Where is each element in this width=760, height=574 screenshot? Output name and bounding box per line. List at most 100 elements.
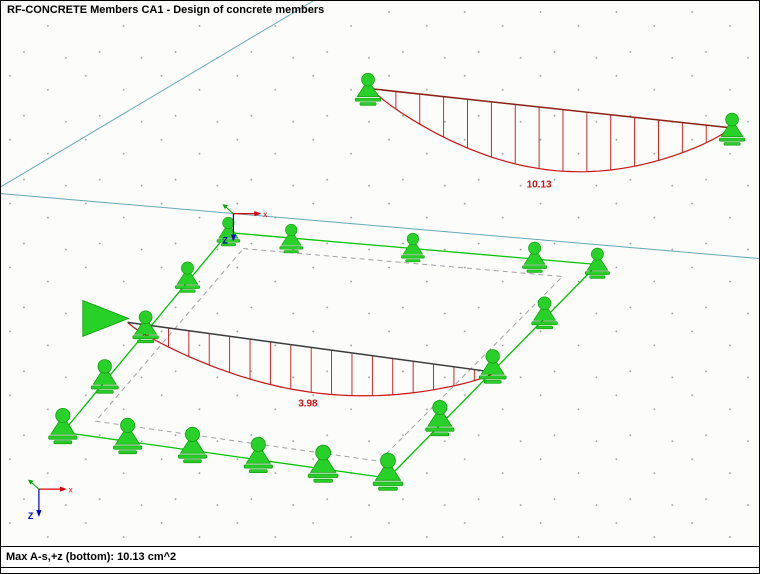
support-shape xyxy=(718,137,746,142)
diagram-envelope xyxy=(127,321,495,397)
axis-x-label: x xyxy=(263,210,267,219)
support-shape xyxy=(359,102,377,106)
support-shape xyxy=(401,255,425,259)
support-icon[interactable] xyxy=(531,296,558,330)
support-shape xyxy=(485,349,500,364)
support-icon[interactable] xyxy=(522,241,548,273)
diagram-envelope xyxy=(371,88,731,173)
support-shape xyxy=(584,271,610,275)
support-shape xyxy=(183,459,202,464)
support-shape xyxy=(120,417,136,433)
support-shape xyxy=(55,407,71,423)
support-shape xyxy=(138,310,153,324)
support-shape xyxy=(113,445,143,450)
status-bar: Max A-s,+z (bottom): 10.13 cm^2 xyxy=(1,546,759,568)
diagram-max-value: 10.13 xyxy=(527,180,552,191)
axis-z-label: Z xyxy=(28,511,34,521)
beam-diagram[interactable]: 10.13 xyxy=(371,88,731,191)
support-icon[interactable] xyxy=(478,349,507,384)
support-icon[interactable] xyxy=(372,452,404,491)
support-icon[interactable] xyxy=(113,417,143,455)
support-icon[interactable] xyxy=(279,223,303,254)
support-shape xyxy=(313,478,333,483)
support-shape xyxy=(425,427,455,432)
support-shape xyxy=(177,454,207,459)
support-shape xyxy=(378,486,398,491)
origin-axes-icon: xZ xyxy=(222,204,267,246)
axis-y-arrow xyxy=(30,481,40,490)
origin-axes-icon: xZ xyxy=(27,479,73,521)
support-icon[interactable] xyxy=(243,436,273,474)
support-shape xyxy=(285,223,298,237)
support-shape xyxy=(528,241,542,255)
diagram-max-value: 3.98 xyxy=(298,398,318,409)
support-shape xyxy=(432,399,448,415)
support-shape xyxy=(220,243,236,247)
support-icon[interactable] xyxy=(718,112,746,146)
support-arrow-icon[interactable] xyxy=(82,299,130,337)
support-shape xyxy=(222,216,235,230)
support-shape xyxy=(95,390,114,394)
support-shape xyxy=(48,435,78,440)
support-shape xyxy=(90,385,119,390)
grid-dots xyxy=(1,1,759,546)
support-shape xyxy=(483,380,502,384)
axis-y-arrowhead xyxy=(222,204,228,210)
axis-x-arrowhead xyxy=(254,211,262,217)
axis-z-label: Z xyxy=(222,236,228,246)
support-shape xyxy=(175,285,200,289)
support-shape xyxy=(478,375,507,380)
support-shape xyxy=(181,261,194,275)
beam-line[interactable] xyxy=(127,321,495,374)
support-shape xyxy=(137,339,155,344)
support-icon[interactable] xyxy=(584,247,610,279)
grid-axis-line xyxy=(1,1,314,188)
support-icon[interactable] xyxy=(132,310,159,344)
report-title: RF-CONCRETE Members CA1 - Design of conc… xyxy=(7,4,325,16)
support-shape xyxy=(589,275,606,279)
support-shape xyxy=(179,289,196,293)
support-shape xyxy=(536,325,553,330)
axis-y-arrow xyxy=(225,206,234,214)
axis-z-arrowhead xyxy=(230,234,236,242)
support-shape xyxy=(53,440,73,445)
support-shape xyxy=(526,269,543,273)
support-shape xyxy=(372,481,404,486)
support-shape xyxy=(307,473,339,478)
support-shape xyxy=(430,432,450,437)
grid-axis-line xyxy=(1,193,759,260)
support-shape xyxy=(405,259,421,263)
support-shape xyxy=(249,469,268,474)
support-shape xyxy=(132,335,159,340)
support-shape xyxy=(537,296,552,311)
support-icon[interactable] xyxy=(48,407,78,445)
support-shape xyxy=(591,247,604,261)
support-shape xyxy=(531,321,558,326)
support-shape xyxy=(97,359,112,374)
support-shape xyxy=(723,142,741,146)
axis-y-arrowhead xyxy=(27,479,34,485)
support-shape xyxy=(380,452,396,469)
support-shape xyxy=(118,450,137,455)
support-icon[interactable] xyxy=(177,426,207,464)
support-shape xyxy=(283,250,299,254)
support-icon[interactable] xyxy=(425,399,455,437)
support-shape xyxy=(354,97,382,102)
support-shape xyxy=(315,444,331,461)
support-shape xyxy=(522,265,548,269)
support-shape xyxy=(250,436,266,452)
axis-x-arrowhead xyxy=(59,486,67,492)
support-shape xyxy=(185,426,200,442)
support-icon[interactable] xyxy=(307,444,339,483)
support-shape xyxy=(361,72,375,87)
support-shape xyxy=(725,112,739,127)
support-icon[interactable] xyxy=(175,261,200,293)
support-shape xyxy=(406,232,419,246)
beam-line[interactable] xyxy=(371,88,731,129)
support-shape xyxy=(243,464,273,469)
support-icon[interactable] xyxy=(401,232,425,263)
support-icon[interactable] xyxy=(90,359,119,394)
support-icon[interactable] xyxy=(354,72,382,106)
